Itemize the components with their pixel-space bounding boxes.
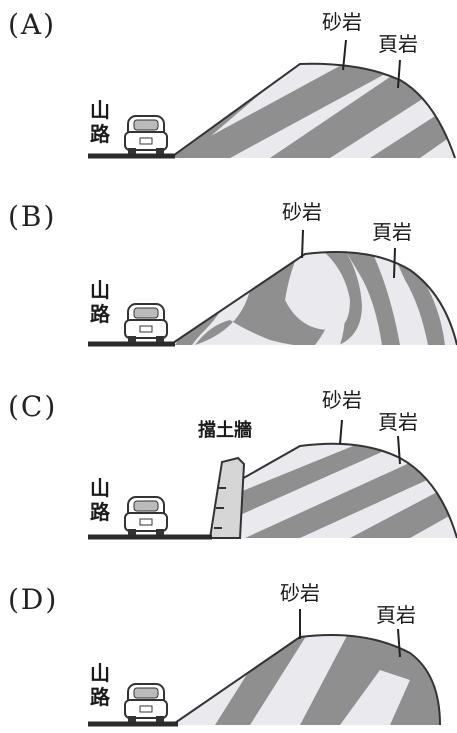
sandstone-fold [315, 280, 345, 345]
shale-fold [170, 252, 362, 345]
shale-band [240, 443, 420, 515]
road-label-bottom: 路 [90, 685, 110, 709]
shale-label: 頁岩 [378, 410, 418, 434]
road-label-bottom: 路 [90, 500, 110, 524]
shale-fold [345, 252, 400, 345]
sandstone-leader [339, 419, 343, 445]
panel-c-diagram [88, 419, 457, 540]
road-label-bottom: 路 [90, 302, 110, 326]
shale-leader [397, 59, 401, 89]
panel-label: (C) [8, 390, 58, 423]
sandstone-label: 砂岩 [322, 10, 362, 34]
panel-a: (A) 砂岩 頁岩 山 路 [0, 0, 457, 175]
shale-leader [393, 247, 396, 279]
panel-label: (B) [8, 200, 57, 233]
hill-outline [171, 634, 441, 726]
sandstone-leader [342, 39, 347, 71]
panel-b: (B) 砂岩 頁岩 山 路 [0, 180, 457, 355]
sandstone-band [250, 635, 350, 725]
sandstone-label: 砂岩 [322, 388, 362, 412]
car-icon [124, 683, 168, 722]
retaining-wall [208, 456, 246, 539]
sandstone-band [340, 670, 410, 725]
panel-a-diagram [88, 39, 456, 159]
road-label-top: 山 [90, 661, 110, 685]
sandstone-label: 砂岩 [282, 200, 322, 224]
shale-fold [395, 258, 445, 345]
shale-band [350, 480, 457, 538]
shale-label: 頁岩 [378, 32, 418, 56]
panel-label: (A) [8, 8, 57, 41]
shale-leader [397, 628, 401, 658]
car-icon [124, 303, 168, 342]
shale-band [245, 443, 457, 538]
sandstone-label: 砂岩 [280, 581, 320, 605]
panel-d: (D) 砂岩 頁岩 山 路 [0, 575, 457, 733]
panel-c: (C) 砂岩 頁岩 擋土牆 山 路 [0, 380, 457, 550]
hill-outline [169, 62, 456, 159]
panel-d-diagram [88, 609, 441, 727]
sandstone-leader [301, 229, 304, 259]
shale-band [170, 63, 420, 158]
car-icon [124, 496, 168, 535]
road-label-bottom: 路 [90, 122, 110, 146]
retaining-wall-label: 擋土牆 [198, 420, 252, 441]
hill-outline [169, 251, 457, 346]
shale-label: 頁岩 [372, 220, 412, 244]
road-label-top: 山 [90, 476, 110, 500]
road-label-top: 山 [90, 98, 110, 122]
shale-leader [397, 435, 401, 465]
panel-b-diagram [88, 229, 457, 347]
panel-label: (D) [8, 583, 59, 616]
road-label-top: 山 [90, 278, 110, 302]
shale-label: 頁岩 [376, 603, 416, 627]
car-icon [124, 115, 168, 154]
